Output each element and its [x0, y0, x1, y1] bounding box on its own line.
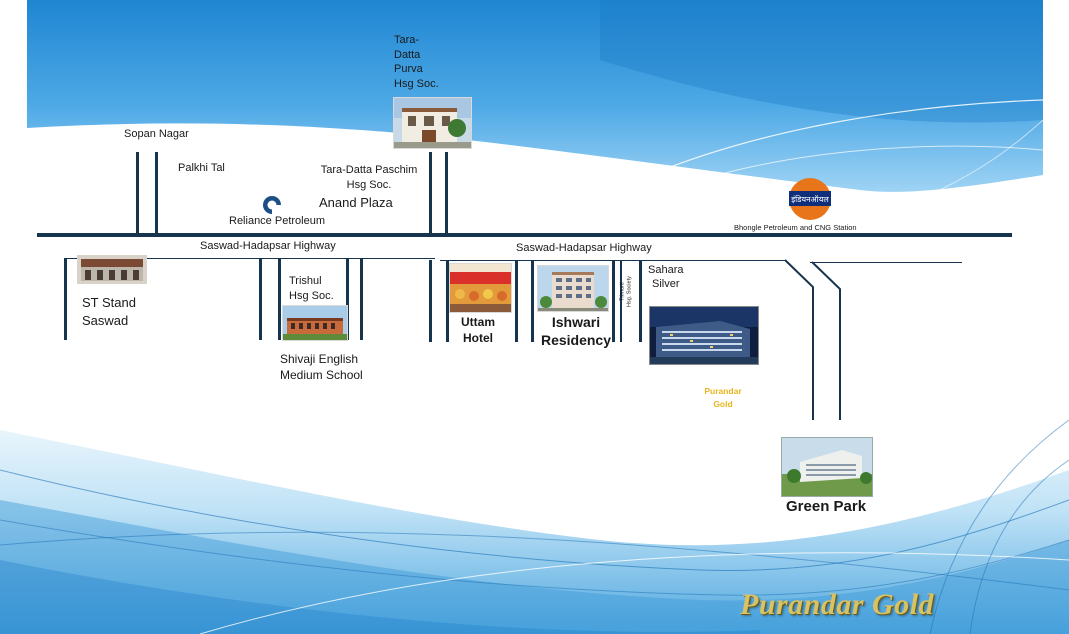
road-tara-datta-1: [429, 152, 432, 234]
service-road-far-right: [810, 262, 962, 263]
road-uttam-1: [429, 260, 432, 342]
label-trimurti: Trimurti Hsg. Society: [619, 276, 632, 308]
road-trishul-2: [360, 258, 363, 340]
green-park-photo: [781, 437, 873, 497]
road-ishwari-1: [531, 260, 534, 342]
label-tara-datta-purva: Tara- Datta Purva Hsg Soc.: [394, 34, 439, 90]
label-anand-plaza: Anand Plaza: [319, 195, 393, 210]
sahara-silver-photo: [649, 306, 759, 365]
road-shivaji-1: [259, 258, 262, 340]
label-sahara-silver: Sahara Silver: [648, 264, 684, 291]
label-ishwari-residency: Ishwari Residency: [540, 314, 612, 349]
indian-oil-logo-icon: इंडियनऑयल: [789, 178, 831, 220]
st-stand-photo: [77, 255, 147, 284]
reliance-logo-icon: [263, 196, 282, 215]
label-shivaji-school: Shivaji English Medium School: [280, 352, 363, 382]
road-st-stand: [64, 258, 67, 340]
ishwari-residency-photo: [537, 265, 609, 312]
road-tara-datta-2: [445, 152, 448, 234]
label-green-park: Green Park: [786, 498, 867, 515]
indian-oil-logo-text: इंडियनऑयल: [791, 194, 829, 204]
road-sahara-2: [620, 260, 622, 342]
shivaji-school-photo: [282, 305, 348, 341]
road-shivaji-2: [278, 258, 281, 340]
road-sopan-nagar-1: [136, 152, 139, 234]
road-uttam-2: [446, 260, 449, 342]
label-trishul: Trishul Hsg Soc.: [289, 275, 334, 302]
label-highway-right: Saswad-Hadapsar Highway: [516, 242, 652, 254]
label-purandar-gold-marker: Purandar Gold: [704, 386, 742, 409]
label-bhongle-petroleum: Bhongle Petroleum and CNG Station: [734, 223, 857, 232]
label-reliance-petroleum: Reliance Petroleum: [229, 215, 325, 227]
road-sopan-nagar-2: [155, 152, 158, 234]
label-highway-left: Saswad-Hadapsar Highway: [200, 240, 336, 252]
service-road-left: [65, 258, 435, 259]
main-highway-road: [37, 233, 1012, 237]
label-tara-datta-paschim: Tara-Datta Paschim Hsg Soc.: [320, 164, 418, 192]
road-sahara-1: [639, 260, 642, 342]
road-trishul: [346, 258, 349, 340]
tara-datta-purva-photo: [393, 97, 472, 149]
uttam-hotel-photo: [449, 263, 512, 313]
road-green-park: [784, 259, 841, 420]
label-uttam-hotel: Uttam Hotel: [460, 315, 495, 345]
label-sopan-nagar: Sopan Nagar: [124, 128, 189, 140]
brand-title: Purandar Gold: [740, 588, 935, 621]
road-ishwari-2: [612, 260, 615, 342]
label-st-stand: ST Stand Saswad: [82, 295, 136, 329]
road-uttam-3: [515, 260, 518, 342]
label-palkhi-tal: Palkhi Tal: [178, 162, 225, 174]
